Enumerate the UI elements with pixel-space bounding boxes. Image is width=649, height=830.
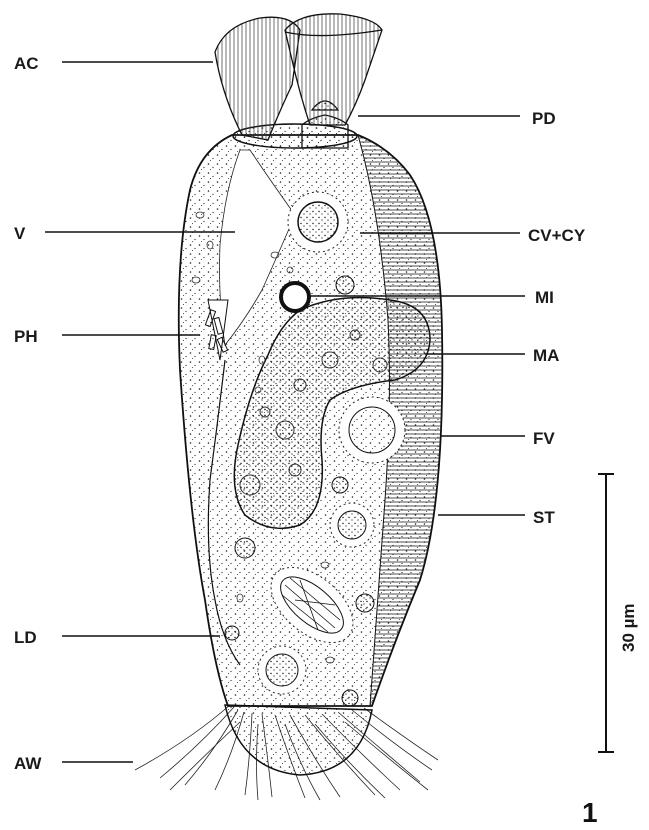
label-ma: MA (533, 346, 559, 365)
label-fv: FV (533, 429, 555, 448)
small-vacuole (336, 276, 354, 294)
label-mi: MI (535, 288, 554, 307)
scale-bar (598, 474, 614, 752)
label-ac: AC (14, 54, 39, 73)
label-ph: PH (14, 327, 38, 346)
posterior-end (225, 705, 372, 775)
label-cvcy: CV+CY (528, 226, 586, 245)
label-v: V (14, 224, 26, 243)
adoral-cilia (215, 14, 382, 140)
label-ld: LD (14, 628, 37, 647)
figure-number: 1 (582, 797, 598, 828)
label-pd: PD (532, 109, 556, 128)
label-st: ST (533, 508, 555, 527)
label-aw: AW (14, 754, 42, 773)
scale-bar-label: 30 µm (619, 603, 638, 652)
micronucleus (281, 283, 309, 311)
contractile-vacuole (288, 192, 348, 252)
